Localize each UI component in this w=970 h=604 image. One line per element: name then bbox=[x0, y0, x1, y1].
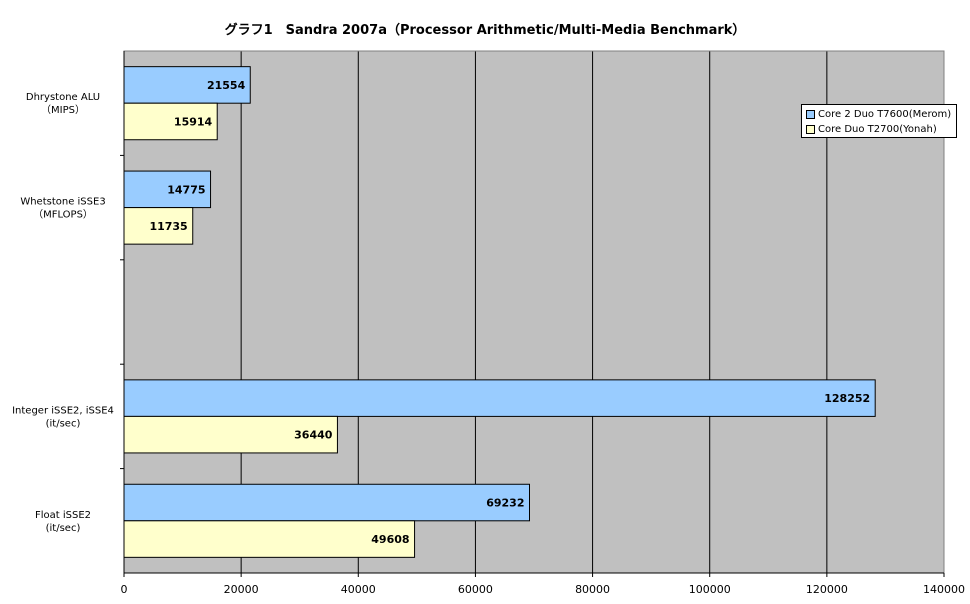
chart-title: グラフ1 Sandra 2007a（Processor Arithmetic/M… bbox=[225, 22, 746, 38]
legend-swatch bbox=[806, 125, 815, 134]
category-sublabel: （MIPS） bbox=[41, 104, 85, 116]
data-label: 36440 bbox=[294, 429, 333, 442]
data-label: 49608 bbox=[371, 533, 409, 546]
bar bbox=[123, 483, 531, 522]
category-label: Integer iSSE2, iSSE4 bbox=[12, 405, 114, 416]
category-label: Float iSSE2 bbox=[35, 510, 91, 521]
data-label: 15914 bbox=[174, 115, 213, 128]
category-sublabel: (it/sec) bbox=[46, 418, 81, 429]
category-label: Whetstone iSSE3 bbox=[20, 197, 105, 208]
bar bbox=[123, 170, 212, 209]
legend-entry: Core 2 Duo T7600(Merom) bbox=[806, 107, 952, 122]
x-tick-label: 80000 bbox=[575, 583, 610, 596]
data-label: 128252 bbox=[824, 392, 870, 405]
legend-swatch bbox=[806, 110, 815, 119]
data-label: 21554 bbox=[207, 79, 246, 92]
x-tick-label: 40000 bbox=[341, 583, 376, 596]
category-sublabel: （MFLOPS） bbox=[33, 209, 93, 221]
x-tick-label: 100000 bbox=[689, 583, 731, 596]
data-label: 14775 bbox=[167, 183, 205, 196]
bar bbox=[123, 207, 194, 245]
category-label: Dhrystone ALU bbox=[26, 92, 100, 103]
bar bbox=[123, 66, 251, 104]
legend: Core 2 Duo T7600(Merom) Core Duo T2700(Y… bbox=[801, 104, 957, 138]
x-tick-label: 120000 bbox=[806, 583, 848, 596]
bar bbox=[123, 102, 218, 141]
category-sublabel: (it/sec) bbox=[46, 523, 81, 534]
x-tick-label: 140000 bbox=[923, 583, 965, 596]
data-label: 11735 bbox=[149, 220, 187, 233]
legend-entry: Core Duo T2700(Yonah) bbox=[806, 122, 952, 137]
legend-label: Core Duo T2700(Yonah) bbox=[818, 124, 937, 135]
data-label: 69232 bbox=[486, 497, 524, 510]
legend-label: Core 2 Duo T7600(Merom) bbox=[818, 109, 952, 120]
bar bbox=[123, 379, 876, 417]
bar bbox=[123, 520, 416, 558]
x-tick-label: 60000 bbox=[458, 583, 493, 596]
x-tick-label: 20000 bbox=[224, 583, 259, 596]
x-tick-label: 0 bbox=[121, 583, 128, 596]
bar bbox=[123, 415, 338, 454]
